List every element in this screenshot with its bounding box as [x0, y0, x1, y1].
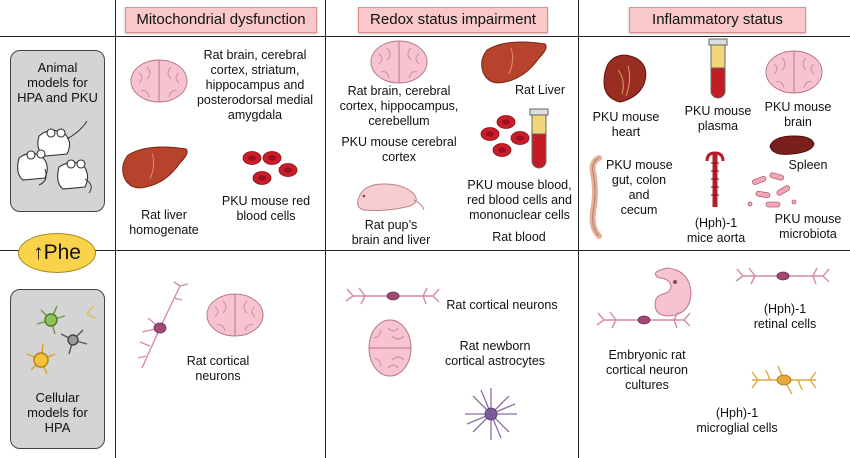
header-label: Mitochondrial dysfunction: [136, 11, 306, 28]
cellular-models-title: Cellular models for HPA: [27, 390, 88, 435]
plasma-tube-icon: [708, 38, 728, 99]
microglial-cell-icon: [751, 365, 817, 395]
header-label: Redox status impairment: [370, 11, 536, 28]
brain-icon: [368, 319, 412, 377]
grid-line: [0, 36, 850, 37]
cell-inflam-embryonic-label: Embryonic rat cortical neuron cultures: [606, 348, 688, 392]
inflam-microbiota-label: PKU mouse microbiota: [774, 212, 842, 241]
cell-inflam-microglial-label: (Hph)-1 microglial cells: [696, 406, 778, 435]
blood-tube-cells-icon: [480, 108, 549, 169]
header-inflammatory-status: Inflammatory status: [629, 7, 806, 33]
spleen-icon: [769, 135, 815, 155]
animal-models-title: Animal models for HPA and PKU: [17, 60, 98, 105]
inflam-heart-label: PKU mouse heart: [592, 110, 660, 139]
retinal-cell-icon: [735, 267, 830, 285]
inflam-spleen-label: Spleen: [788, 158, 828, 172]
grid-line: [578, 0, 579, 458]
inflam-aorta-label: (Hph)-1 mice aorta: [686, 216, 746, 245]
cortical-neuron-icon: [345, 287, 440, 305]
cell-mito-neurons-label: Rat cortical neurons: [186, 354, 250, 383]
header-redox-status: Redox status impairment: [358, 7, 548, 33]
inflam-plasma-label: PKU mouse plasma: [684, 104, 752, 133]
cellular-models-box: Cellular models for HPA: [10, 289, 105, 449]
brain-icon: [765, 50, 823, 94]
brain-icon: [206, 293, 264, 337]
redox-rat-brain-label: Rat brain, cerebral cortex, hippocampus,…: [339, 84, 459, 128]
aorta-icon: [705, 151, 725, 207]
rat-pup-icon: [357, 183, 425, 211]
cell-inflam-retinal-label: (Hph)-1 retinal cells: [753, 302, 817, 331]
heart-icon: [603, 54, 647, 103]
brain-icon: [130, 59, 188, 103]
gut-icon: [589, 155, 602, 239]
liver-icon: [122, 146, 188, 189]
header-mitochondrial-dysfunction: Mitochondrial dysfunction: [125, 7, 317, 33]
mito-rat-brain-label: Rat brain, cerebral cortex, striatum, hi…: [196, 48, 314, 122]
mice-icon: [17, 120, 92, 194]
microbiota-icon: [747, 172, 797, 208]
cell-redox-neurons-label: Rat cortical neurons: [446, 298, 558, 312]
grid-line: [0, 250, 850, 251]
astrocyte-icon: [465, 388, 517, 440]
cortical-neuron-icon: [596, 311, 691, 329]
animal-models-box: Animal models for HPA and PKU: [10, 50, 105, 212]
inflam-brain-label: PKU mouse brain: [764, 100, 832, 129]
grid-line: [325, 0, 326, 458]
header-label: Inflammatory status: [652, 11, 783, 28]
inflam-gut-label: PKU mouse gut, colon and cecum: [606, 158, 673, 217]
mito-rat-liver-label: Rat liver homogenate: [129, 208, 199, 237]
phe-badge: ↑Phe: [18, 233, 96, 273]
brain-icon: [370, 40, 428, 84]
redox-rat-liver-label: Rat Liver: [514, 83, 566, 97]
cells-icon: [26, 305, 96, 375]
redox-rat-pup-label: Rat pup’s brain and liver: [351, 218, 431, 247]
embryo-icon: [654, 267, 692, 317]
grid-line: [115, 0, 116, 458]
red-blood-cells-icon: [242, 151, 298, 185]
redox-pku-blood-label: PKU mouse blood, red blood cells and mon…: [467, 178, 572, 222]
redox-pku-cortex-label: PKU mouse cerebral cortex: [341, 135, 457, 164]
redox-rat-blood-label: Rat blood: [492, 230, 546, 244]
cortical-neuron-icon: [137, 281, 189, 369]
mito-rbc-label: PKU mouse red blood cells: [221, 194, 311, 223]
cell-redox-astrocytes-label: Rat newborn cortical astrocytes: [444, 339, 546, 368]
